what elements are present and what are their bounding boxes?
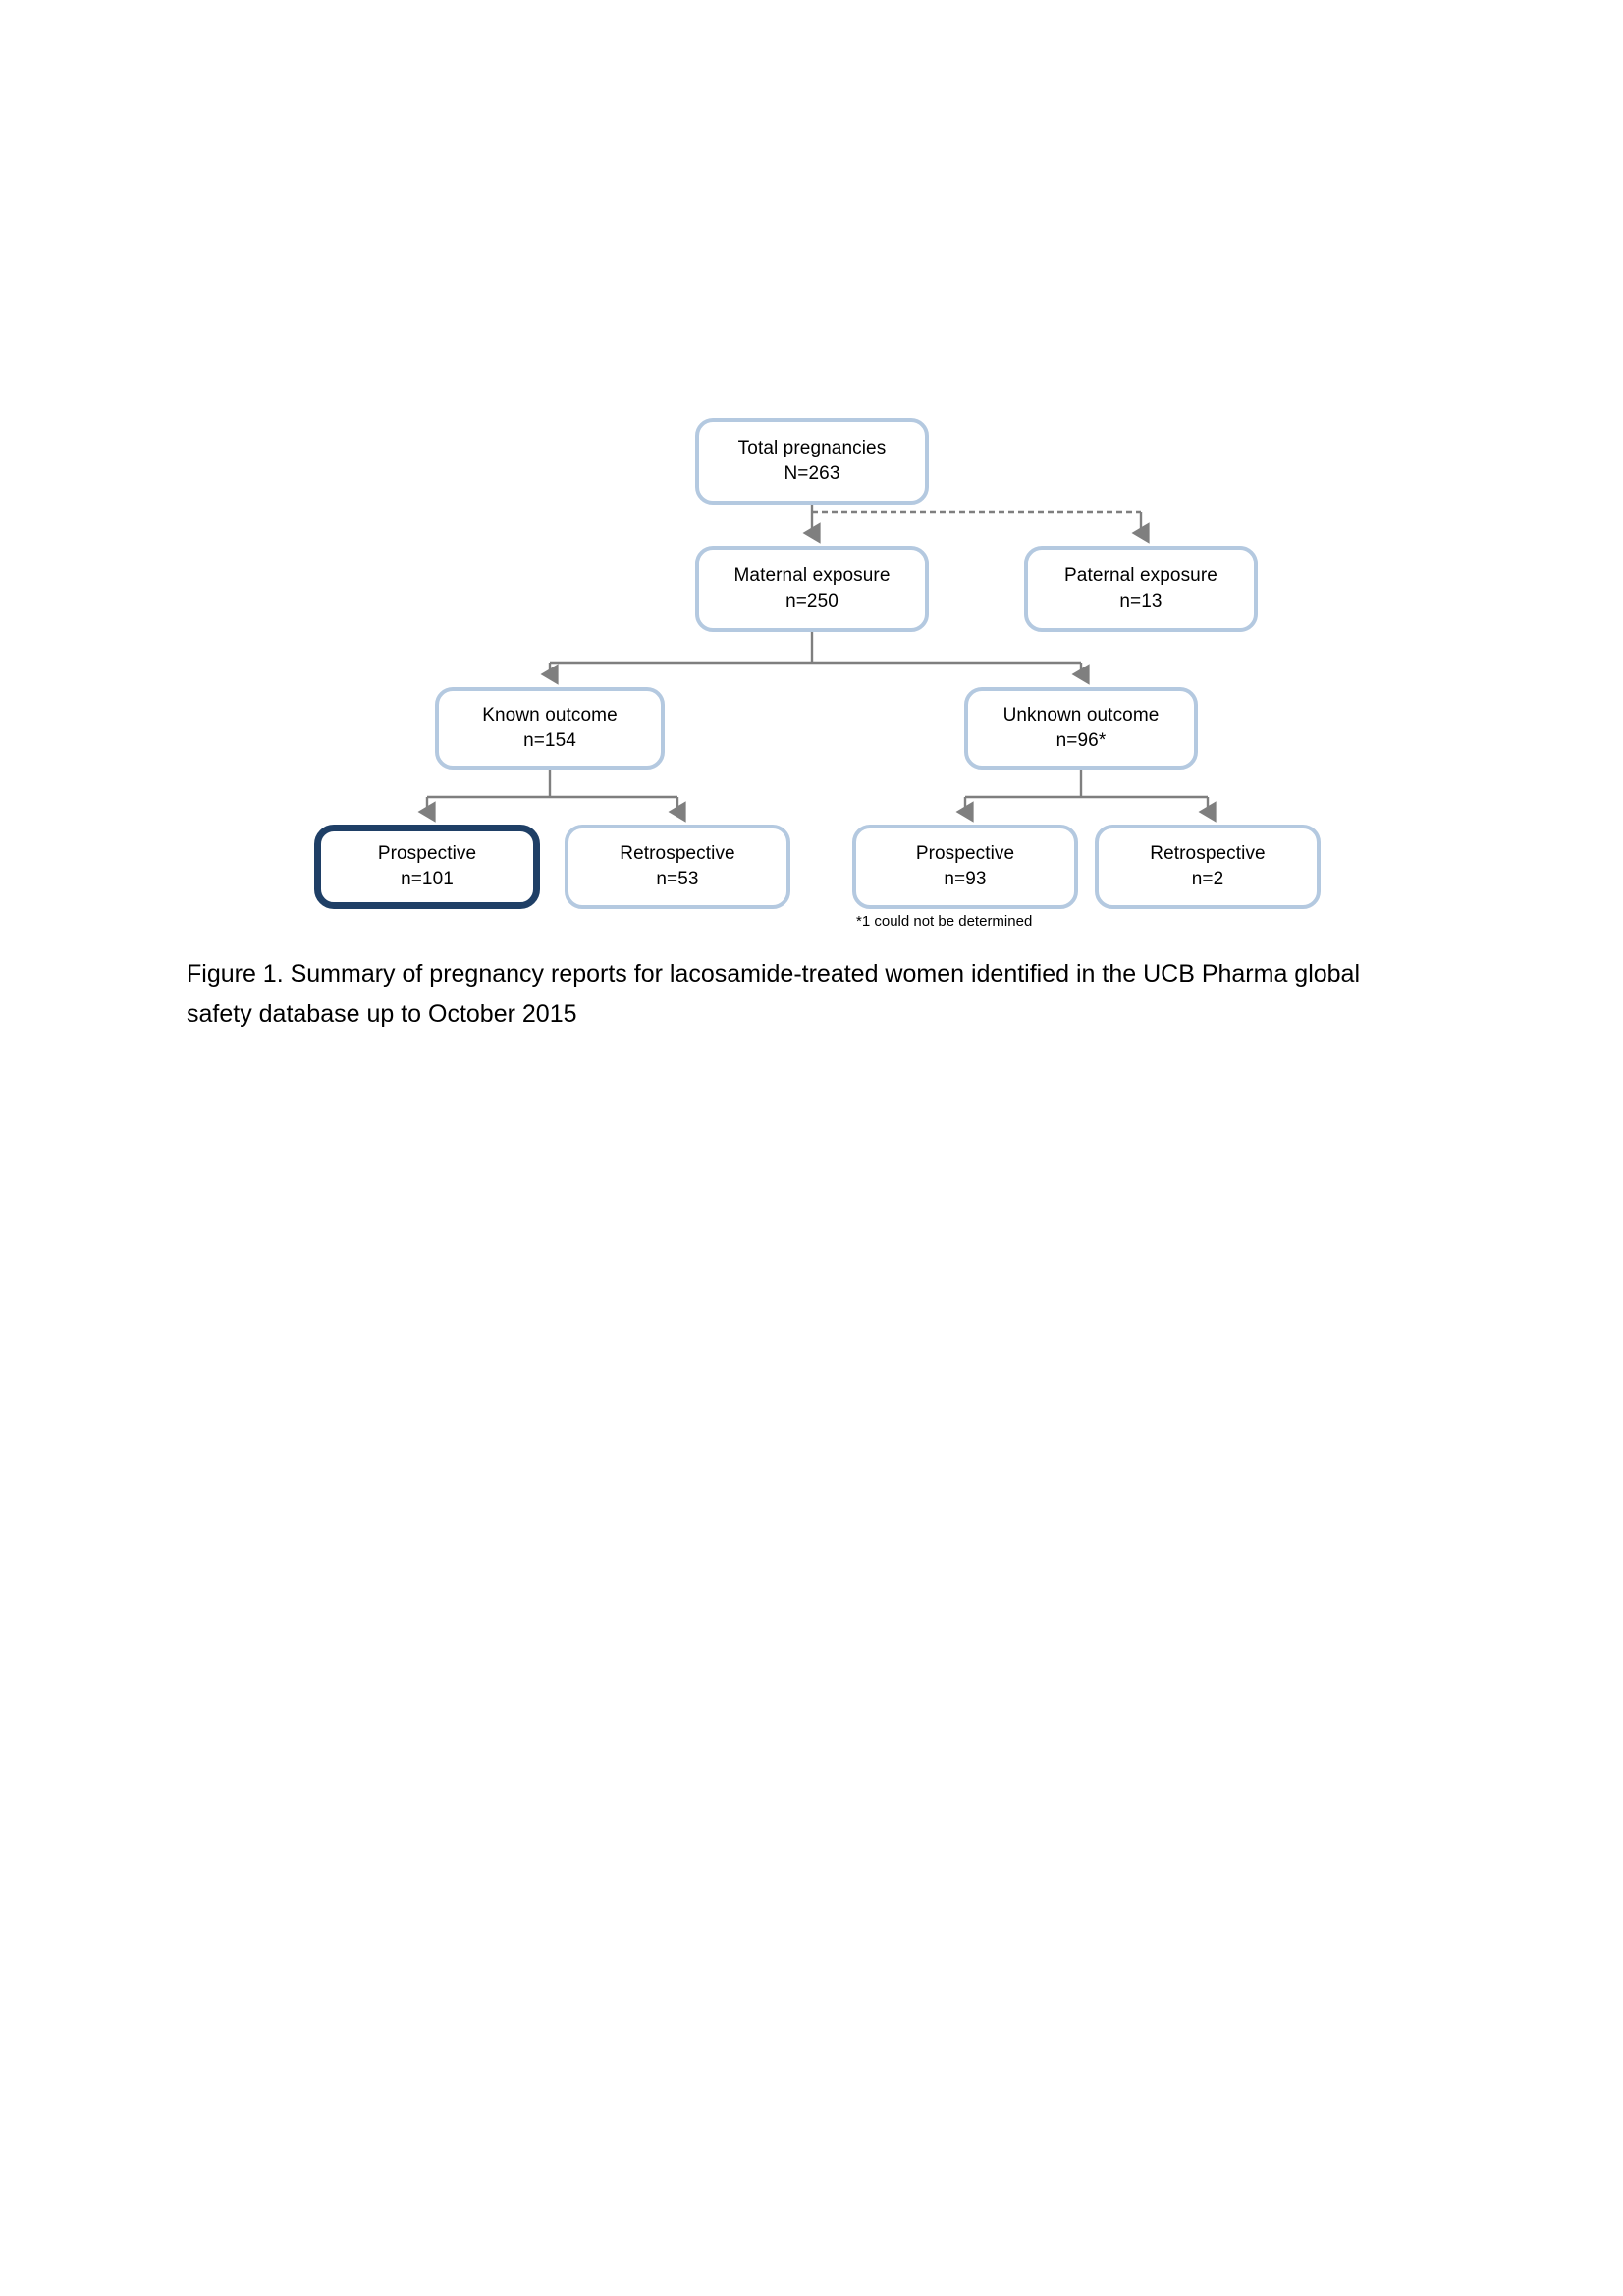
node-unknown-outcome: Unknown outcome n=96* — [964, 687, 1198, 770]
node-label: Prospective — [915, 842, 1015, 864]
node-label: Prospective — [377, 842, 477, 864]
edge-unknown-to-subtypes — [955, 770, 1217, 823]
node-label: Known outcome — [482, 704, 618, 725]
node-count: n=93 — [944, 869, 987, 889]
node-total-pregnancies: Total pregnancies N=263 — [695, 418, 929, 505]
edge-known-to-subtypes — [417, 770, 686, 823]
node-known-outcome: Known outcome n=154 — [435, 687, 665, 770]
node-count: n=101 — [401, 869, 454, 889]
node-count: n=96* — [1055, 730, 1107, 751]
node-label: Retrospective — [1150, 842, 1266, 864]
node-count: N=263 — [784, 463, 840, 484]
node-label: Paternal exposure — [1064, 564, 1217, 586]
node-prospective-unknown-outcome: Prospective n=93 — [852, 825, 1078, 909]
node-retrospective-unknown-outcome: Retrospective n=2 — [1095, 825, 1321, 909]
node-count: n=13 — [1119, 591, 1163, 612]
node-count: n=250 — [785, 591, 839, 612]
node-maternal-exposure: Maternal exposure n=250 — [695, 546, 929, 632]
edge-total-to-paternal — [812, 510, 1150, 544]
node-label: Retrospective — [620, 842, 735, 864]
edge-maternal-to-outcomes — [540, 632, 1090, 685]
flowchart-connectors — [417, 505, 1217, 823]
node-count: n=53 — [656, 869, 699, 889]
node-prospective-known-outcome: Prospective n=101 — [314, 825, 540, 909]
figure-footnote: *1 could not be determined — [856, 913, 1033, 930]
figure-caption: Figure 1. Summary of pregnancy reports f… — [187, 960, 1361, 1028]
node-label: Unknown outcome — [1002, 704, 1160, 725]
node-paternal-exposure: Paternal exposure n=13 — [1024, 546, 1258, 632]
node-label: Total pregnancies — [737, 437, 887, 458]
node-count: n=2 — [1191, 869, 1224, 889]
node-retrospective-known-outcome: Retrospective n=53 — [565, 825, 790, 909]
flowchart-diagram: Total pregnancies N=263 Maternal exposur… — [0, 0, 1623, 982]
node-label: Maternal exposure — [733, 564, 891, 586]
node-count: n=154 — [523, 730, 576, 751]
